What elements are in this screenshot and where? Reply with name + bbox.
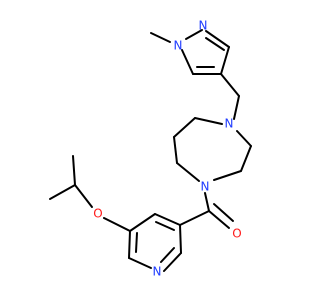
bond-methyl-n1 <box>150 32 171 43</box>
bond-ring-ether-o <box>103 217 131 232</box>
bond-pyridine-4-inner <box>135 232 138 253</box>
molecule-canvas: N N N N O O N <box>49 18 252 279</box>
bond-n2-c3-inner <box>205 37 225 51</box>
bond-n2-c3-outer <box>205 30 230 48</box>
bond-ring-6 <box>240 145 252 172</box>
bond-pyridine-1 <box>179 224 182 254</box>
bond-pyridine-6-inner <box>155 221 175 231</box>
bond-pyridine-3 <box>128 257 152 269</box>
bond-pyridine-2-outer <box>163 252 182 272</box>
bond-carbonyl-o-inner <box>213 203 234 222</box>
bond-ring-7 <box>236 130 252 147</box>
bond-carbonyl-aryl <box>179 210 210 226</box>
bond-pyridine-6-outer <box>154 213 181 226</box>
bond-c5-n1 <box>181 49 194 75</box>
bond-pyrazole-ch2 <box>220 73 240 97</box>
bond-ring-4 <box>176 162 200 182</box>
diazepane-n4-label: N <box>225 117 234 131</box>
bond-ether-o-ch <box>74 184 93 208</box>
bond-ring-5 <box>213 170 242 181</box>
bond-ring-3 <box>173 136 178 164</box>
bond-ch2-diazepane-n <box>233 95 240 120</box>
bond-pyridine-2-inner <box>160 247 175 263</box>
ether-oxygen-label: O <box>93 207 102 221</box>
bond-n1-n2 <box>185 29 203 40</box>
bond-ch-me2 <box>72 155 76 186</box>
bond-n-carbonyl <box>204 192 210 212</box>
bond-ring-1 <box>194 117 223 125</box>
bond-pyridine-5 <box>129 213 156 232</box>
bond-pyridine-4-outer <box>128 230 131 259</box>
pyrazole-n1-label: N <box>174 39 183 53</box>
diazepane-n1-label: N <box>201 180 210 194</box>
bond-ch-me1 <box>49 184 76 200</box>
pyridine-nitrogen-label: N <box>153 265 162 279</box>
bond-ring-2 <box>173 117 196 138</box>
bond-carbonyl-o-outer <box>208 210 230 229</box>
bond-c3-c4 <box>220 46 230 75</box>
molecule-drawing: N N N N O O N <box>49 19 252 279</box>
amide-oxygen-label: O <box>232 227 241 241</box>
pyrazole-n2-label: N <box>199 19 208 33</box>
